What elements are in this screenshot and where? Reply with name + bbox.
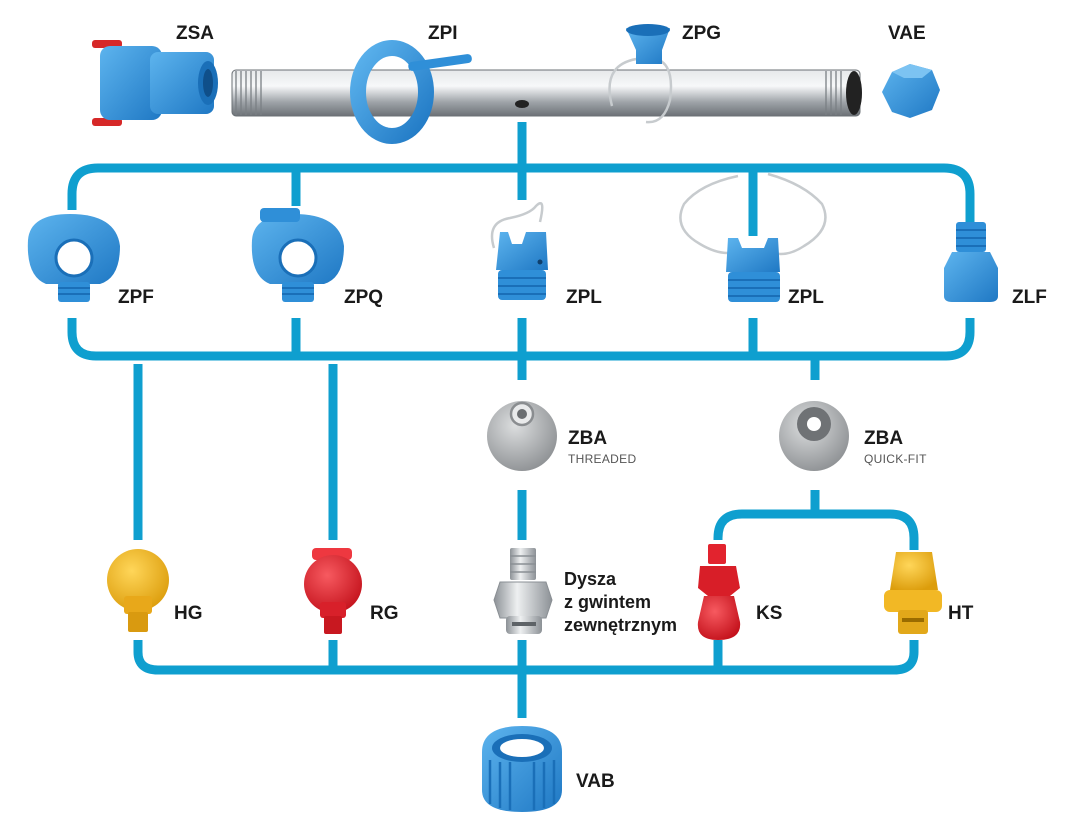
nozzle-body-zpf-icon bbox=[27, 214, 120, 302]
label-zlf: ZLF bbox=[1012, 287, 1047, 308]
label-zba-threaded: ZBA bbox=[568, 428, 608, 449]
clip-zpg-icon bbox=[608, 24, 673, 124]
nozzle-rg-icon bbox=[304, 548, 362, 634]
label-hg: HG bbox=[174, 603, 203, 624]
nozzle-body-zpl-icon bbox=[490, 202, 548, 300]
threaded-nozzle-icon bbox=[493, 548, 553, 634]
nozzle-body-zpl-wide-icon bbox=[679, 172, 827, 302]
ball-threaded-icon bbox=[487, 401, 557, 471]
coupling-zsa-icon bbox=[92, 40, 218, 126]
label-zpg: ZPG bbox=[682, 23, 722, 44]
label-dysza-line2: z gwintem bbox=[564, 592, 652, 612]
label-zba-quickfit-sub: QUICK-FIT bbox=[864, 452, 927, 466]
label-zpi: ZPI bbox=[428, 23, 458, 44]
connector-zba-qf-branch bbox=[713, 490, 919, 550]
label-dysza: Dysza z gwintem zewnętrznym bbox=[564, 568, 677, 637]
nozzle-body-zpq-icon bbox=[251, 208, 344, 302]
label-ks: KS bbox=[756, 603, 783, 624]
label-zpq: ZPQ bbox=[344, 287, 384, 308]
cap-vab-icon bbox=[482, 726, 562, 812]
pipe-icon bbox=[231, 69, 862, 117]
label-rg: RG bbox=[370, 603, 399, 624]
nozzle-ks-icon bbox=[697, 544, 741, 640]
label-zba-quickfit: ZBA bbox=[864, 428, 904, 449]
label-vab: VAB bbox=[576, 771, 615, 792]
nozzle-ht-icon bbox=[884, 552, 942, 634]
label-zpf: ZPF bbox=[118, 287, 154, 308]
label-zpl-1: ZPL bbox=[566, 287, 602, 308]
connector-lines bbox=[67, 122, 975, 718]
label-zpl-2: ZPL bbox=[788, 287, 824, 308]
end-cap-vae-icon bbox=[882, 64, 940, 118]
label-vae: VAE bbox=[888, 23, 926, 44]
label-dysza-line1: Dysza bbox=[564, 569, 617, 589]
label-ht: HT bbox=[948, 603, 974, 624]
label-zsa: ZSA bbox=[176, 23, 214, 44]
label-dysza-line3: zewnętrznym bbox=[564, 615, 678, 635]
label-zba-threaded-sub: THREADED bbox=[568, 452, 637, 466]
ball-quickfit-icon bbox=[779, 401, 849, 471]
nozzle-hg-icon bbox=[107, 549, 169, 632]
clamp-zpi-icon bbox=[350, 40, 472, 144]
adapter-zlf-icon bbox=[944, 222, 998, 302]
